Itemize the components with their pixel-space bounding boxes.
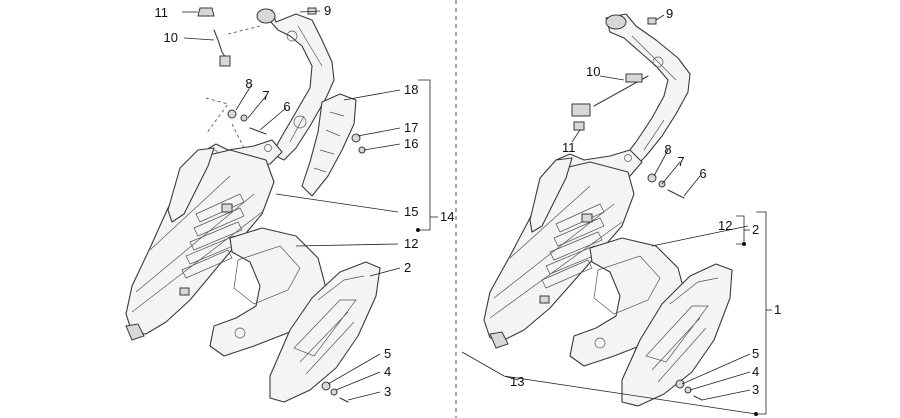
right-bracket-dot (754, 412, 758, 416)
left-callout-15: 15 (404, 204, 418, 219)
left-callout-2: 2 (404, 260, 411, 275)
left-callout-7: 7 (262, 88, 269, 103)
right-bolt-6 (667, 189, 685, 199)
right-pipe-inlet (605, 14, 627, 30)
right-pipe-contour (631, 35, 677, 151)
left-callout-5: 5 (384, 346, 391, 361)
right-gasket-hole (594, 337, 606, 349)
left-exhaust-pipe (261, 9, 335, 161)
left-muffler-tip (125, 323, 145, 341)
left-callout-8: 8 (245, 76, 252, 91)
left-main-shield-grille (293, 299, 357, 375)
right-sensor-body (625, 73, 643, 83)
right-muffler-tip (489, 331, 509, 349)
left-callout-4: 4 (384, 364, 391, 379)
left-bolt-6 (249, 127, 267, 135)
left-leaders (182, 10, 438, 401)
left-gasket-cutout (233, 245, 301, 305)
right-muffler-top-shell (529, 157, 573, 233)
left-heat-shield-upper (301, 93, 357, 197)
left-pipe-inlet (256, 8, 276, 24)
left-callout-10: 10 (164, 30, 178, 45)
left-muffler-stud-3 (179, 287, 190, 296)
left-callout-18: 18 (404, 82, 418, 97)
right-callout-10: 10 (586, 64, 600, 79)
left-hardware (197, 7, 366, 403)
left-clip-11 (197, 7, 215, 17)
right-heat-shield-main (621, 263, 733, 407)
right-callout-5: 5 (752, 346, 759, 361)
left-muffler-top-shell (167, 147, 215, 223)
right-bracket-hole-2 (624, 154, 632, 162)
right-muffler-stud-1 (581, 213, 593, 223)
right-callout-3: 3 (752, 382, 759, 397)
right-clip-11 (573, 121, 585, 131)
right-main-shield-grille (645, 305, 709, 383)
left-callout-11: 11 (155, 5, 169, 20)
right-assembly: 9 10 11 8 7 6 12 2 1 5 4 3 13 (461, 6, 781, 416)
right-muffler-contours (489, 185, 623, 319)
left-dashed-guides (205, 25, 261, 149)
right-callout-12: 12 (718, 218, 732, 233)
right-screw-3 (693, 395, 703, 401)
right-muffler-stud-3 (539, 295, 550, 304)
right-main-shield-edge (669, 277, 719, 305)
left-callout-14: 14 (440, 209, 454, 224)
right-sensor-connector (571, 103, 591, 117)
left-sensor-body (219, 55, 231, 67)
right-nut-9 (647, 17, 657, 25)
right-callout-13: 13 (510, 374, 524, 389)
left-pipe-contour (289, 25, 323, 143)
left-washer-17 (351, 133, 361, 143)
right-nut-5 (675, 379, 685, 389)
left-pipe-sensor-boss (293, 115, 307, 129)
left-callout-17: 17 (404, 120, 418, 135)
left-washer-4 (330, 388, 338, 396)
left-upper-shield-slots (313, 111, 345, 173)
left-callout-3: 3 (384, 384, 391, 399)
left-muffler-stud-1 (221, 203, 233, 213)
right-callout-6: 6 (699, 166, 706, 181)
left-sensor-cable (213, 29, 227, 59)
right-callout-9: 9 (666, 6, 673, 21)
left-pipe-bolt-hole (286, 30, 298, 42)
right-exhaust-pipe (605, 13, 691, 169)
left-heat-shield-main (269, 261, 381, 403)
right-leaders (461, 14, 772, 415)
left-bracket-hole-2 (264, 144, 272, 152)
right-gasket-cutout (593, 255, 661, 315)
left-gasket-hole (234, 327, 246, 339)
left-callout-9: 9 (324, 3, 331, 18)
right-callout-2: 2 (752, 222, 759, 237)
left-main-shield-edge (317, 275, 365, 301)
left-bracket-dot (416, 228, 420, 232)
right-callout-7: 7 (677, 154, 684, 169)
left-washer-8 (227, 109, 237, 119)
right-callout-8: 8 (664, 142, 671, 157)
left-callout-12: 12 (404, 236, 418, 251)
left-callout-6: 6 (283, 99, 290, 114)
right-callout-4: 4 (752, 364, 759, 379)
right-pipe-sensor-boss (652, 56, 664, 68)
left-nut-7 (240, 114, 248, 122)
left-assembly: 11 10 9 8 7 6 18 17 16 15 14 12 2 5 4 3 (125, 3, 454, 403)
right-callout-1: 1 (774, 302, 781, 317)
right-muffler-ribs (541, 203, 605, 289)
left-screw-3 (339, 397, 349, 403)
left-callout-16: 16 (404, 136, 418, 151)
right-callout-11: 11 (562, 140, 576, 155)
right-hardware (571, 17, 703, 401)
